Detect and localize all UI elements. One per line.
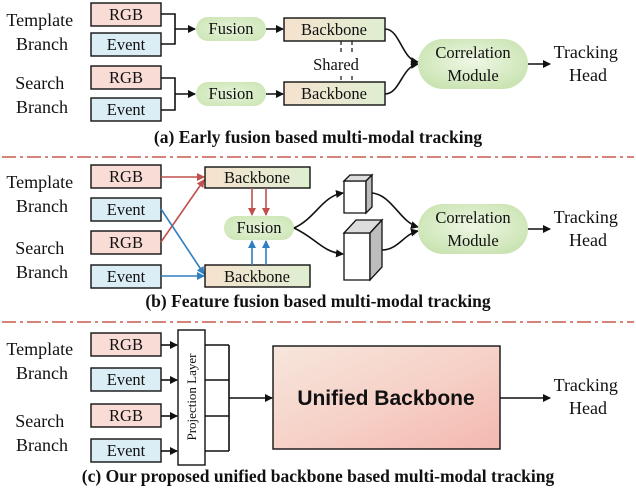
search-branch-label-b: Search Branch <box>15 238 68 282</box>
caption-c: (c) Our proposed unified backbone based … <box>82 466 555 486</box>
svg-text:RGB: RGB <box>109 233 143 252</box>
correlation-module-a: Correlation Module <box>418 39 528 89</box>
projection-layer: Projection Layer <box>177 329 206 466</box>
panel-c: Template Branch Search Branch RGB Event … <box>6 329 623 486</box>
template-branch-label-c: Template Branch <box>6 339 77 383</box>
svg-text:Fusion: Fusion <box>209 84 254 103</box>
caption-b: (b) Feature fusion based multi-modal tra… <box>145 291 491 311</box>
projection-to-backbone-connector <box>205 344 273 452</box>
svg-text:Event: Event <box>107 35 146 54</box>
shared-weights-indicator: Shared <box>305 41 367 82</box>
svg-text:Fusion: Fusion <box>237 218 282 237</box>
rgb-box-search: RGB <box>90 65 162 90</box>
svg-text:Correlation: Correlation <box>435 208 510 227</box>
event-arrows <box>160 208 205 280</box>
template-branch-label: Template Branch <box>6 10 77 54</box>
svg-text:RGB: RGB <box>109 5 143 24</box>
template-branch-label-b: Template Branch <box>6 172 77 216</box>
rgb-box-search-b: RGB <box>90 230 162 255</box>
feature-cube-small <box>342 173 374 215</box>
input-connectors-a <box>161 13 196 111</box>
event-box-template-c: Event <box>90 367 162 392</box>
svg-text:RGB: RGB <box>109 68 143 87</box>
svg-text:RGB: RGB <box>109 167 143 186</box>
input-to-projection-arrows <box>161 341 178 455</box>
svg-text:Module: Module <box>447 66 498 85</box>
svg-text:Event: Event <box>107 370 146 389</box>
fusion-node-template: Fusion <box>196 17 266 41</box>
event-box-template: Event <box>90 32 162 57</box>
svg-text:RGB: RGB <box>109 406 143 425</box>
svg-text:Backbone: Backbone <box>224 267 290 286</box>
tracking-head-c: Tracking Head <box>554 375 623 418</box>
svg-text:Backbone: Backbone <box>301 84 367 103</box>
svg-text:Module: Module <box>447 231 498 250</box>
correlation-module-b: Correlation Module <box>418 204 528 254</box>
svg-text:Unified Backbone: Unified Backbone <box>297 387 474 410</box>
svg-text:Event: Event <box>107 200 146 219</box>
backbone-to-fusion-arrows <box>248 188 270 265</box>
feature-cube-large <box>342 218 384 282</box>
backbone-box-search-b: Backbone <box>204 264 311 288</box>
event-box-template-b: Event <box>90 197 162 222</box>
rgb-arrows <box>160 173 205 243</box>
svg-text:Fusion: Fusion <box>209 19 254 38</box>
backbone-box-search-a: Backbone <box>283 81 386 106</box>
rgb-box-search-c: RGB <box>90 403 162 428</box>
rgb-box-template-c: RGB <box>90 332 162 357</box>
event-box-search-b: Event <box>90 264 162 289</box>
shared-label: Shared <box>313 55 360 74</box>
search-branch-label: Search Branch <box>15 73 68 117</box>
svg-text:RGB: RGB <box>109 335 143 354</box>
caption-a: (a) Early fusion based multi-modal track… <box>154 127 482 147</box>
svg-text:Event: Event <box>107 441 146 460</box>
fusion-node-b: Fusion <box>224 216 294 240</box>
svg-text:Backbone: Backbone <box>224 168 290 187</box>
svg-text:Backbone: Backbone <box>301 20 367 39</box>
backbone-box-template-a: Backbone <box>283 17 386 42</box>
rgb-box-template-b: RGB <box>90 164 162 189</box>
backbone-box-template-b: Backbone <box>204 166 311 189</box>
svg-text:Projection Layer: Projection Layer <box>184 353 199 441</box>
fusion-node-search: Fusion <box>196 82 266 106</box>
svg-text:Correlation: Correlation <box>435 43 510 62</box>
rgb-box-template: RGB <box>90 2 162 27</box>
svg-text:Event: Event <box>107 267 146 286</box>
event-box-search-c: Event <box>90 438 162 463</box>
tracking-head-a: Tracking Head <box>554 42 623 85</box>
event-box-search: Event <box>90 97 162 122</box>
panel-b: Template Branch Search Branch RGB Event … <box>6 164 623 311</box>
unified-backbone: Unified Backbone <box>272 345 501 450</box>
svg-text:Event: Event <box>107 100 146 119</box>
search-branch-label-c: Search Branch <box>15 411 68 455</box>
panel-a: Template Branch Search Branch RGB Event … <box>6 2 623 147</box>
tracking-head-b: Tracking Head <box>554 207 623 250</box>
